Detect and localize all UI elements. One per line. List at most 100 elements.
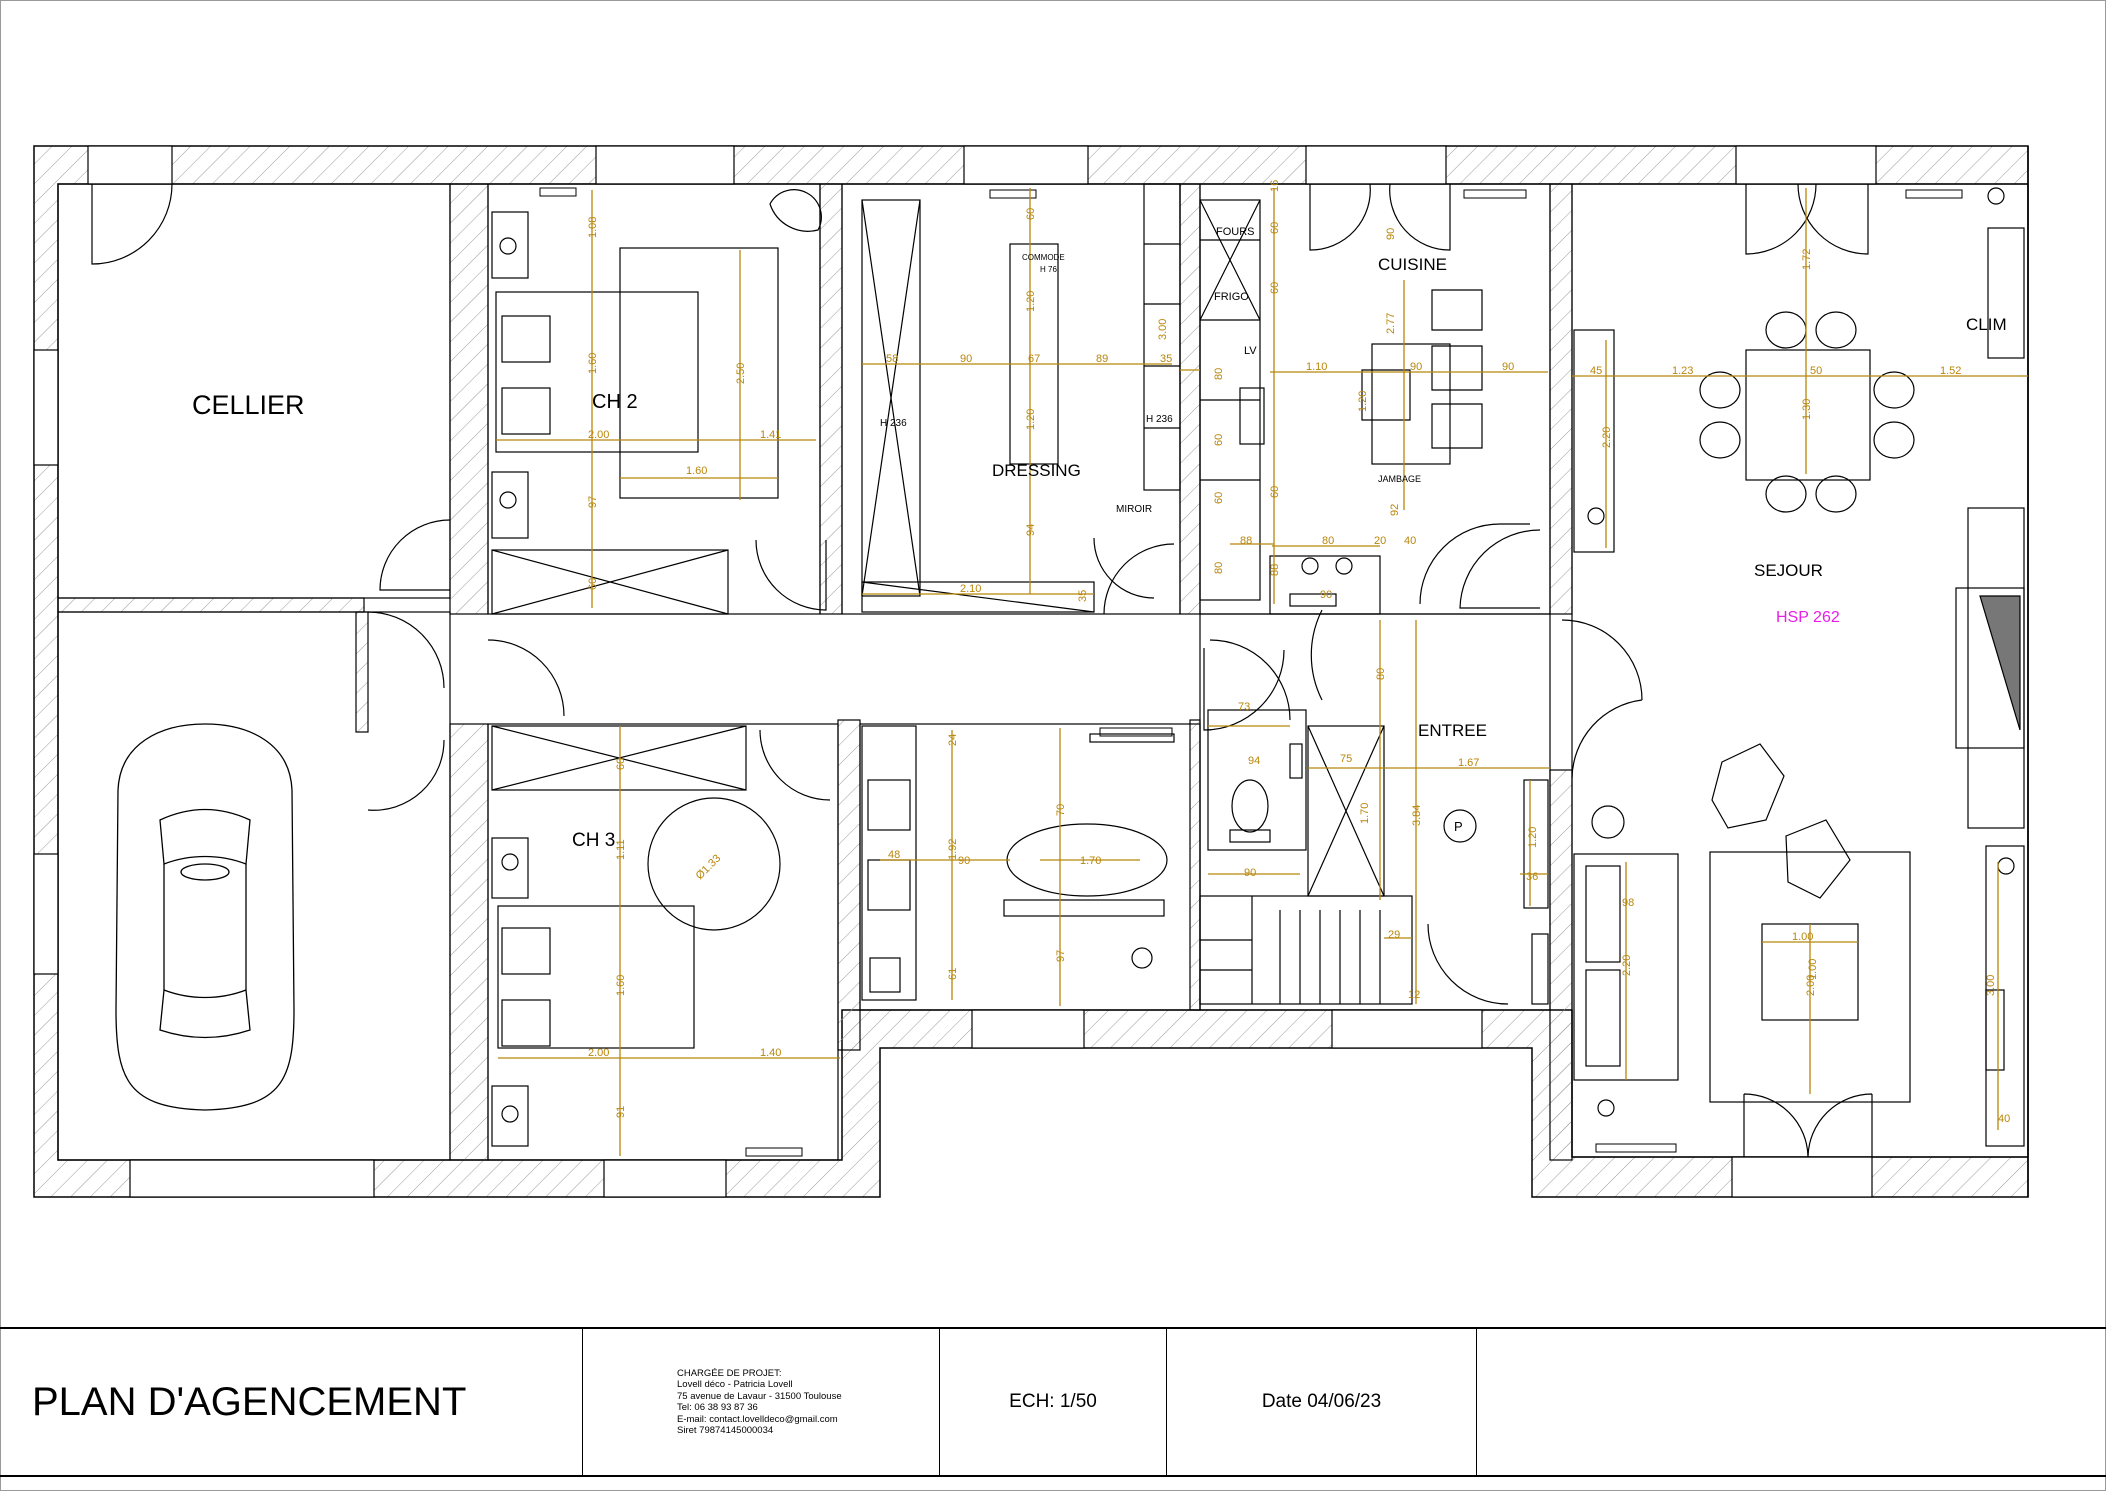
title-block-date-cell: Date 04/06/23 <box>1167 1329 1477 1475</box>
windows <box>33 145 1877 1198</box>
dim-label: 92 <box>1389 504 1401 516</box>
dim-label: 1.60 <box>615 975 627 996</box>
date-label: Date 04/06/23 <box>1261 1391 1382 1412</box>
dim-label: 1.40 <box>760 1047 781 1059</box>
dim-label: 90 <box>1410 361 1422 373</box>
dim-label: 90 <box>1385 228 1397 240</box>
kitchen-furniture <box>1199 199 1530 615</box>
title-block-empty-cell <box>1477 1329 2106 1475</box>
title-block-scale-cell: ECH: 1/50 <box>940 1329 1167 1475</box>
dim-label: 45 <box>1590 365 1602 377</box>
room-label-ch3: CH 3 <box>572 830 615 851</box>
room-label-cellier: CELLIER <box>192 390 305 420</box>
dim-label: 1.60 <box>587 353 599 374</box>
contact-line: Siret 79874145000034 <box>677 1425 774 1436</box>
contact-line: 75 avenue de Lavaur - 31500 Toulouse <box>677 1390 842 1402</box>
dim-label: 80 <box>1213 562 1225 574</box>
dim-label: 97 <box>587 496 599 508</box>
dim-label: 1.70 <box>1359 803 1371 824</box>
dim-label: 94 <box>1248 755 1260 767</box>
contact-line: Tel: 06 38 93 87 36 <box>677 1402 758 1413</box>
dim-label: 24 <box>947 734 959 746</box>
dim-label: 60 <box>615 758 627 770</box>
contact-line: Lovell déco - Patricia Lovell <box>677 1379 793 1390</box>
dim-label: 1.52 <box>1940 365 1961 377</box>
table-diameter-label: Ø1.33 <box>694 852 724 882</box>
dim-label: 94 <box>1025 524 1037 536</box>
bathroom-furniture <box>861 725 1175 1001</box>
dim-label: 1.41 <box>760 429 781 441</box>
dim-label: 3.84 <box>1411 805 1423 826</box>
annotations: FOURS FRIGO LV COMMODE H 76 H 236 H 236 … <box>694 226 1840 882</box>
dim-label: 90 <box>1502 361 1514 373</box>
cabinet-height-label: H 236 <box>1146 414 1173 425</box>
sejour-furniture <box>1523 187 2025 1147</box>
floor-plan: 1.08 1.60 2.50 2.00 1.41 1.60 97 60 60 5… <box>33 145 2029 1198</box>
jambage-label: JAMBAGE <box>1378 474 1421 484</box>
dim-label: 88 <box>1269 564 1281 576</box>
dim-label: 60 <box>1213 492 1225 504</box>
dim-label: 1.72 <box>1801 249 1813 270</box>
room-labels: CELLIER CH 2 CH 3 DRESSING CUISINE SEJOU… <box>192 255 2007 851</box>
fours-label: FOURS <box>1216 226 1255 238</box>
hsp-label: HSP 262 <box>1776 609 1840 626</box>
dim-label: 1.70 <box>1080 855 1101 867</box>
title-block: PLAN D'AGENCEMENT CHARGÉE DE PROJET: Lov… <box>0 1327 2106 1477</box>
dim-label: 80 <box>1322 535 1334 547</box>
dim-label: 2.77 <box>1385 313 1397 334</box>
dim-label: 16 <box>1269 180 1281 192</box>
dim-label: 2.50 <box>735 363 747 384</box>
dim-label: 90 <box>960 353 972 365</box>
room-label-entree: ENTREE <box>1418 721 1487 740</box>
dim-label: 2.20 <box>1621 955 1633 976</box>
dim-label: 3.00 <box>1157 319 1169 340</box>
radiators <box>539 187 1963 1157</box>
dim-label: 12 <box>1408 989 1420 1001</box>
dim-label: 70 <box>1055 804 1067 816</box>
dim-label: 91 <box>615 1106 627 1118</box>
frigo-label: FRIGO <box>1214 291 1249 303</box>
contact-lines: CHARGÉE DE PROJET: Lovell déco - Patrici… <box>677 1368 842 1437</box>
commode-label: COMMODE <box>1022 253 1065 262</box>
dim-label: 1.60 <box>686 465 707 477</box>
room-label-dressing: DRESSING <box>992 461 1081 480</box>
parking-p-label: P <box>1454 819 1463 834</box>
dim-label: 80 <box>1375 668 1387 680</box>
dim-label: 1.23 <box>1672 365 1693 377</box>
title-block-title-cell: PLAN D'AGENCEMENT <box>0 1329 583 1475</box>
dim-label: 2.00 <box>588 1047 609 1059</box>
dim-label: 50 <box>1810 365 1822 377</box>
dimension-labels: 1.08 1.60 2.50 2.00 1.41 1.60 97 60 60 5… <box>587 180 2010 1125</box>
dim-label: 1.67 <box>1458 757 1479 769</box>
dim-label: 3.00 <box>1985 975 1997 996</box>
dim-label: 61 <box>947 968 959 980</box>
door-swings <box>91 183 1873 1158</box>
commode-height-label: H 76 <box>1040 265 1057 274</box>
dim-label: 20 <box>1374 535 1386 547</box>
ch2-furniture <box>491 189 822 615</box>
room-label-cuisine: CUISINE <box>1378 255 1447 274</box>
dim-label: 1.11 <box>615 839 627 860</box>
dim-label: 60 <box>1213 434 1225 446</box>
dim-label: 75 <box>1340 753 1352 765</box>
dim-label: 40 <box>1404 535 1416 547</box>
interior-walls <box>57 183 1573 1161</box>
dim-label: 2.10 <box>960 583 981 595</box>
dim-label: 35 <box>1160 353 1172 365</box>
dim-label: 2.20 <box>1601 427 1613 448</box>
dim-label: 1.20 <box>1025 409 1037 430</box>
dim-label: 60 <box>587 578 599 590</box>
dim-label: 1.10 <box>1306 361 1327 373</box>
dim-label: 60 <box>1025 208 1037 220</box>
dim-label: 88 <box>1240 535 1252 547</box>
dim-label: 1.20 <box>1025 291 1037 312</box>
dim-label: 90 <box>1244 867 1256 879</box>
wc-stairs-furniture <box>1199 709 1477 1005</box>
dressing-height-label: H 236 <box>880 418 907 429</box>
dim-label: 1.92 <box>947 839 959 860</box>
dim-label: 60 <box>1269 486 1281 498</box>
dim-label: 48 <box>888 849 900 861</box>
title-block-contact-cell: CHARGÉE DE PROJET: Lovell déco - Patrici… <box>583 1329 940 1475</box>
dim-label: 2.00 <box>1805 975 1817 996</box>
dim-label: 73 <box>1238 701 1250 713</box>
